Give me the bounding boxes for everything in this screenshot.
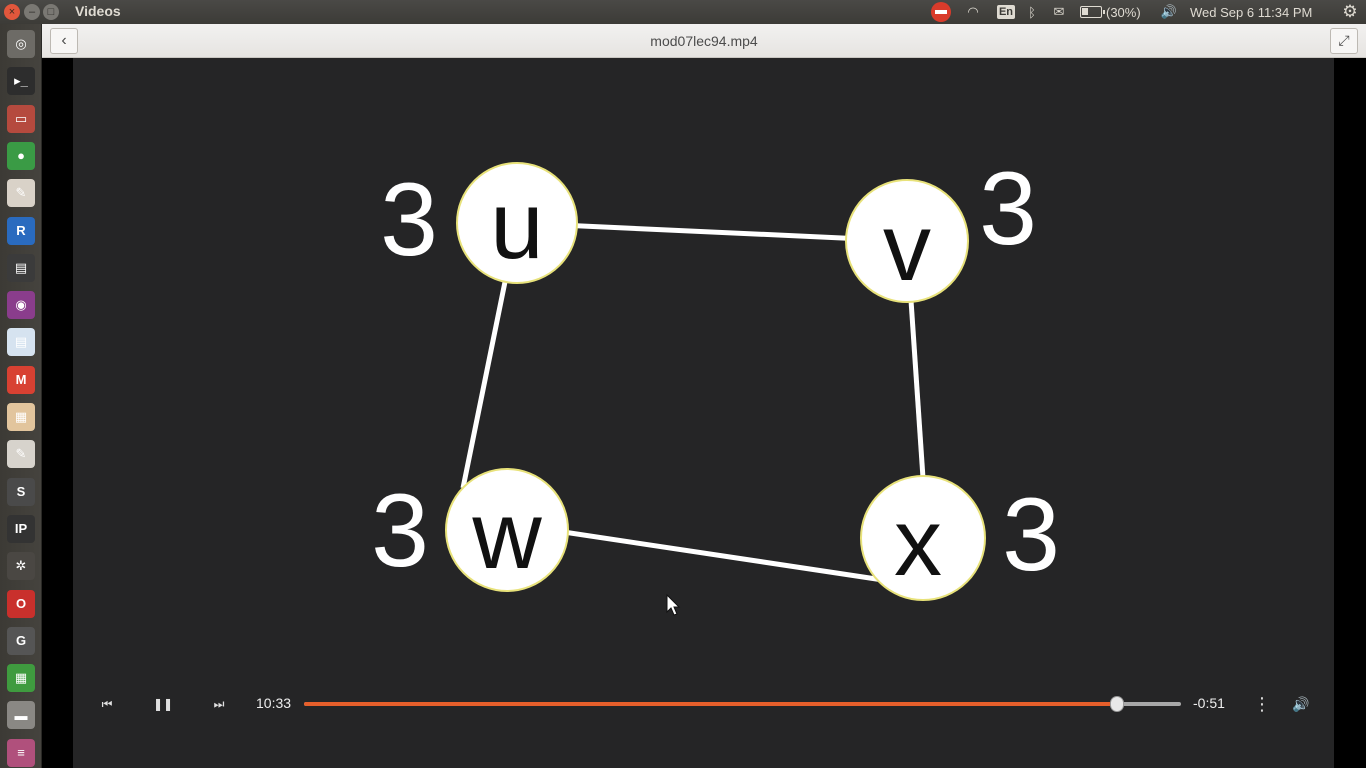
- files-icon[interactable]: ▭: [7, 104, 35, 133]
- node-v: v 3: [845, 151, 1037, 303]
- node-x: x 3: [860, 475, 1060, 601]
- video-title: mod07lec94.mp4: [650, 33, 758, 49]
- node-label-x: x: [894, 489, 942, 596]
- app-title: Videos: [75, 3, 121, 19]
- seek-bar[interactable]: [304, 696, 1181, 712]
- node-label-u: u: [490, 172, 543, 279]
- text-editor-icon[interactable]: ✎: [7, 440, 35, 469]
- video-editor-icon[interactable]: ▤: [7, 253, 35, 282]
- node-w: w 3: [371, 468, 569, 592]
- sound-icon[interactable]: 🔊: [1160, 4, 1178, 19]
- node-label-w: w: [471, 482, 542, 589]
- sublime-icon[interactable]: S: [7, 477, 35, 506]
- opera-icon[interactable]: O: [7, 589, 35, 618]
- drive-icon[interactable]: ▬: [7, 701, 35, 730]
- battery-indicator[interactable]: (30%): [1080, 2, 1150, 22]
- more-options-button[interactable]: ⋮: [1253, 693, 1271, 714]
- dash-icon[interactable]: ◎: [7, 30, 35, 58]
- pdf-reader-icon[interactable]: ✎: [7, 179, 35, 208]
- graph-diagram: u 3 v 3 w 3 x 3: [371, 151, 1060, 616]
- stack-icon[interactable]: ≡: [7, 738, 35, 767]
- minimize-window-button[interactable]: –: [24, 4, 40, 20]
- keyboard-layout-indicator[interactable]: En: [995, 2, 1017, 22]
- elapsed-time: 10:33: [256, 695, 292, 711]
- ipython-icon[interactable]: IP: [7, 514, 35, 543]
- keyboard-layout-label: En: [996, 5, 1016, 19]
- volume-button[interactable]: 🔊: [1292, 695, 1310, 712]
- seek-bar-handle[interactable]: [1109, 696, 1124, 712]
- degree-label-x: 3: [1002, 477, 1060, 593]
- edge-w-x: [536, 525, 884, 583]
- gmail-icon[interactable]: M: [7, 365, 35, 394]
- chrome-icon[interactable]: ●: [7, 141, 35, 170]
- r-icon[interactable]: R: [7, 216, 35, 245]
- battery-icon: [1080, 6, 1105, 18]
- video-frame[interactable]: u 3 v 3 w 3 x 3: [73, 58, 1334, 768]
- degree-label-u: 3: [380, 162, 438, 278]
- system-gear-icon[interactable]: ⚙: [1342, 2, 1358, 21]
- back-button[interactable]: ‹: [50, 28, 78, 54]
- network-icon[interactable]: ✲: [7, 552, 35, 581]
- edge-u-v: [516, 220, 908, 244]
- top-panel: × – □ Videos ◠ En ᛒ ✉ (30%) 🔊 Wed Sep 6 …: [0, 0, 1366, 24]
- header-bar: ‹ mod07lec94.mp4 ⤢: [42, 24, 1366, 58]
- mail-icon[interactable]: ✉: [1053, 4, 1065, 19]
- seek-bar-progress: [304, 702, 1117, 706]
- geogebra-icon[interactable]: G: [7, 626, 35, 655]
- degree-label-w: 3: [371, 473, 429, 589]
- do-not-disturb-icon[interactable]: [930, 2, 952, 22]
- previous-button[interactable]: ⏮: [101, 696, 113, 711]
- remaining-time: -0:51: [1193, 695, 1225, 711]
- battery-percent: (30%): [1106, 4, 1141, 20]
- document-viewer-icon[interactable]: ▤: [7, 328, 35, 357]
- node-label-v: v: [883, 194, 931, 301]
- close-window-button[interactable]: ×: [4, 4, 20, 20]
- clock[interactable]: Wed Sep 6 11:34 PM: [1190, 4, 1313, 20]
- bluetooth-icon[interactable]: ᛒ: [1028, 4, 1036, 20]
- mouse-cursor-icon: [666, 593, 681, 616]
- spreadsheet-icon[interactable]: ▦: [7, 664, 35, 693]
- screenshot-icon[interactable]: ◉: [7, 291, 35, 320]
- next-button[interactable]: ⏭: [213, 696, 225, 711]
- node-u: u 3: [380, 162, 578, 284]
- pause-button[interactable]: ❚❚: [152, 697, 174, 711]
- videos-window: ‹ mod07lec94.mp4 ⤢ u 3 v 3 w 3: [42, 24, 1366, 768]
- playback-controls: ⏮ ❚❚ ⏭ 10:33 -0:51 ⋮ 🔊: [73, 684, 1334, 724]
- fullscreen-button[interactable]: ⤢: [1330, 28, 1358, 54]
- wifi-icon[interactable]: ◠: [967, 4, 979, 19]
- presentation-icon[interactable]: ▦: [7, 403, 35, 431]
- maximize-window-button[interactable]: □: [43, 4, 59, 20]
- terminal-icon[interactable]: ▸_: [7, 67, 35, 96]
- degree-label-v: 3: [979, 151, 1037, 267]
